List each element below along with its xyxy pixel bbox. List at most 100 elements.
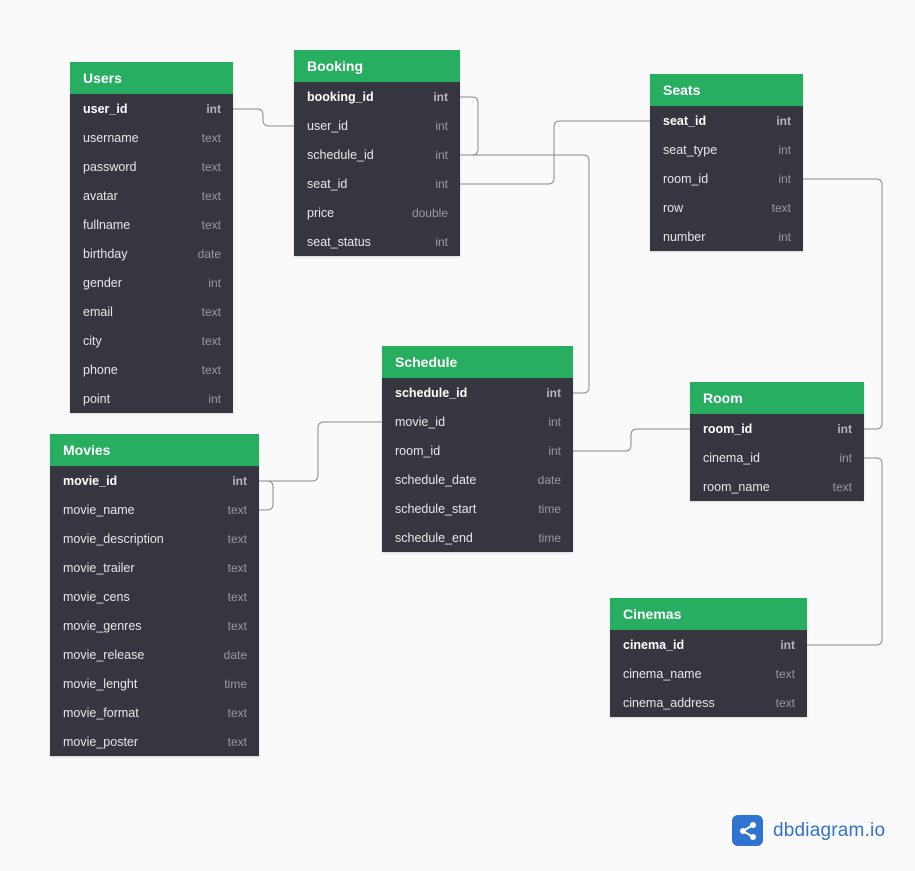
field-type: int [778,171,791,186]
field-type: int [780,637,795,652]
field-type: text [201,333,221,348]
field-name: movie_poster [63,734,139,749]
relation-line[interactable] [573,428,690,452]
field-row[interactable]: number int [650,222,803,251]
field-name: number [663,229,706,244]
field-name: username [83,130,139,145]
field-type: text [201,217,221,232]
field-type: date [197,246,221,261]
field-row[interactable]: movie_genres text [50,611,259,640]
field-type: time [538,530,561,545]
field-type: text [227,531,247,546]
field-name: movie_trailer [63,560,135,575]
field-name: movie_id [63,473,118,488]
field-name: movie_release [63,647,145,662]
brand-logo[interactable]: dbdiagram.io [732,815,885,846]
table-header[interactable]: Schedule [382,346,573,378]
table-header[interactable]: Booking [294,50,460,82]
relation-line[interactable] [233,108,294,127]
field-type: date [537,472,561,487]
field-name: cinema_name [623,666,702,681]
field-row[interactable]: cinema_id int [690,443,864,472]
field-name: email [83,304,113,319]
field-type: text [771,200,791,215]
field-row[interactable]: price double [294,198,460,227]
field-type: text [227,502,247,517]
field-type: double [411,205,448,220]
field-type: int [435,176,448,191]
field-name: phone [83,362,118,377]
relation-line[interactable] [460,120,650,185]
table-header[interactable]: Cinemas [610,598,807,630]
relation-line[interactable] [259,480,274,511]
field-row[interactable]: user_id int [294,111,460,140]
field-type: int [839,450,852,465]
field-name: movie_id [395,414,446,429]
field-name: movie_genres [63,618,142,633]
field-type: int [778,142,791,157]
table-header[interactable]: Movies [50,434,259,466]
field-name: movie_cens [63,589,130,604]
table-header[interactable]: Seats [650,74,803,106]
field-name: price [307,205,335,220]
field-type: text [227,618,247,633]
field-type: int [435,118,448,133]
relation-line[interactable] [259,421,382,482]
field-type: int [778,229,791,244]
table-header[interactable]: Users [70,62,233,94]
table-header[interactable]: Room [690,382,864,414]
field-name: cinema_id [703,450,760,465]
field-type: text [832,479,852,494]
field-name: user_id [307,118,348,133]
relation-line[interactable] [460,96,479,156]
field-type: text [201,159,221,174]
field-type: int [435,147,448,162]
